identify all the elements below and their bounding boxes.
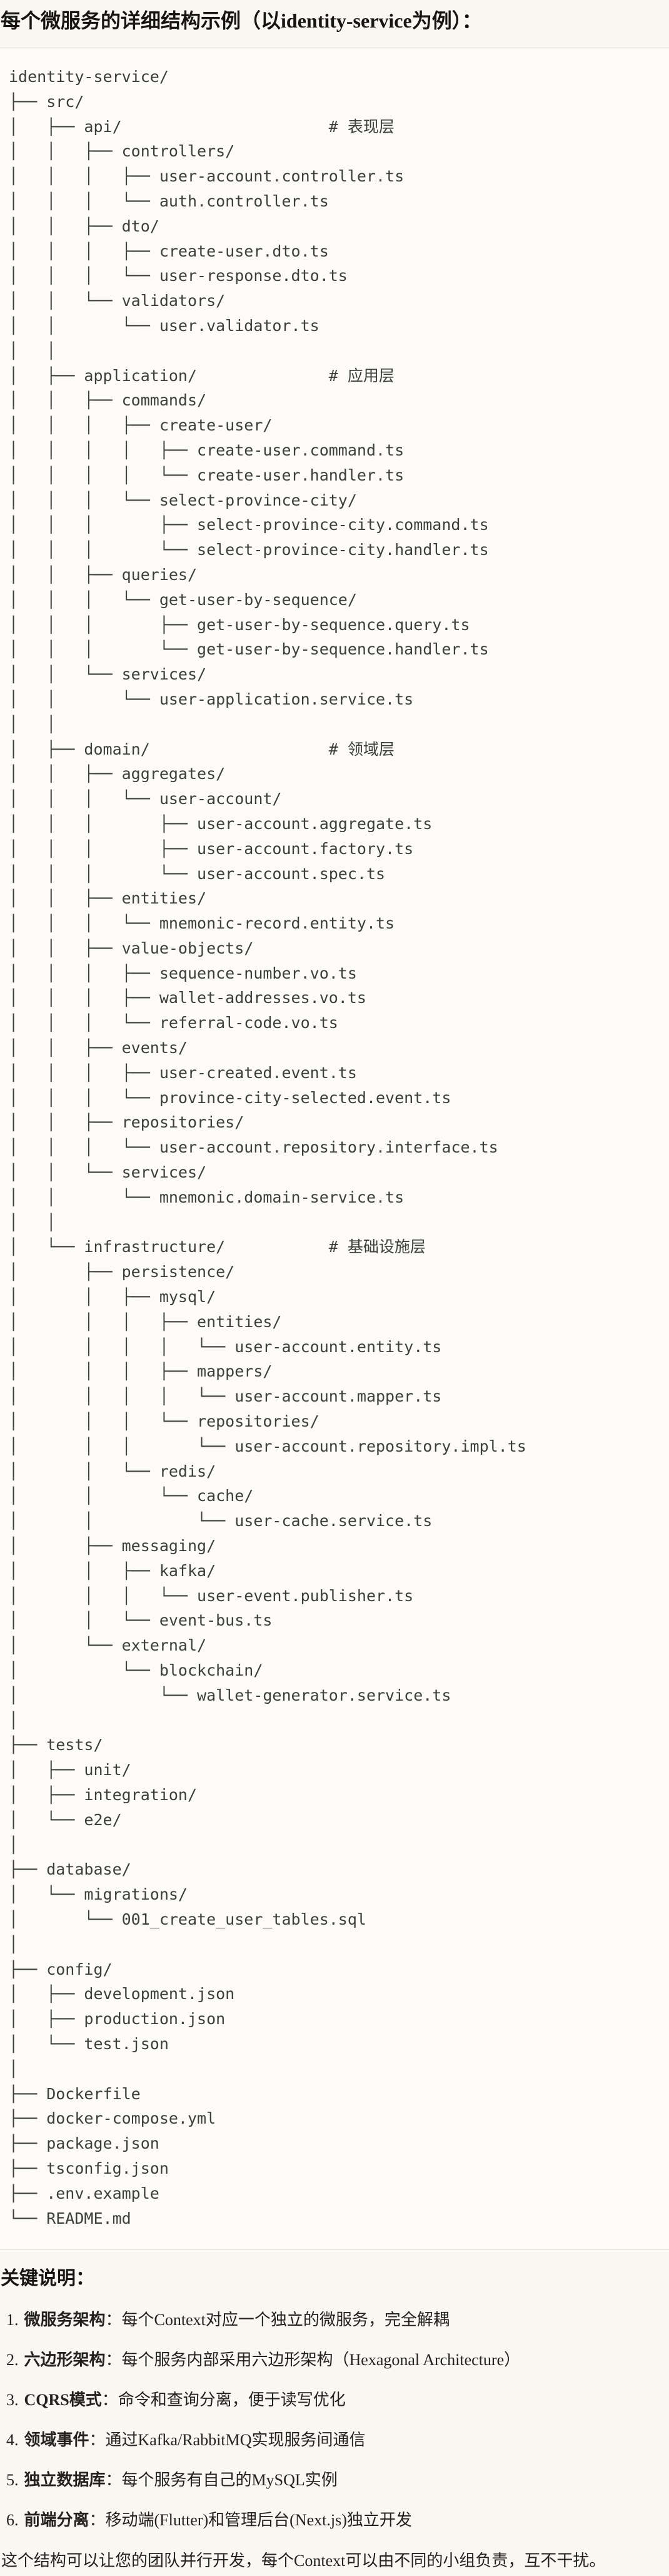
note-number: 2. bbox=[6, 2351, 19, 2370]
note-term: 独立数据库 bbox=[24, 2471, 106, 2490]
note-number: 1. bbox=[6, 2311, 19, 2329]
file-tree: identity-service/ ├── src/ │ ├── api/ # … bbox=[9, 68, 526, 2227]
note-item-3: 3. CQRS模式：命令和查询分离，便于读写优化 bbox=[6, 2390, 664, 2411]
note-number: 6. bbox=[6, 2511, 19, 2530]
note-term: 领域事件 bbox=[24, 2431, 89, 2450]
note-item-5: 5. 独立数据库：每个服务有自己的MySQL实例 bbox=[6, 2470, 664, 2491]
note-term: 六边形架构 bbox=[24, 2351, 106, 2370]
note-number: 5. bbox=[6, 2471, 19, 2490]
note-item-6: 6. 前端分离：移动端(Flutter)和管理后台(Next.js)独立开发 bbox=[6, 2510, 664, 2531]
note-number: 3. bbox=[6, 2391, 19, 2410]
note-term: 微服务架构 bbox=[24, 2311, 106, 2329]
note-text: ：每个Context对应一个独立的微服务，完全解耦 bbox=[105, 2311, 450, 2329]
note-text: ：每个服务内部采用六边形架构（Hexagonal Architecture） bbox=[105, 2351, 521, 2370]
note-text: ：命令和查询分离，便于读写优化 bbox=[101, 2391, 346, 2410]
note-number: 4. bbox=[6, 2431, 19, 2450]
note-text: ：通过Kafka/RabbitMQ实现服务间通信 bbox=[89, 2431, 366, 2450]
code-block: identity-service/ ├── src/ │ ├── api/ # … bbox=[0, 47, 669, 2251]
page-title: 每个微服务的详细结构示例（以identity-service为例）： bbox=[1, 9, 482, 32]
closing-paragraph: 这个结构可以让您的团队并行开发，每个Context可以由不同的小组负责，互不干扰… bbox=[1, 2552, 606, 2570]
note-text: ：每个服务有自己的MySQL实例 bbox=[105, 2471, 338, 2490]
note-item-4: 4. 领域事件：通过Kafka/RabbitMQ实现服务间通信 bbox=[6, 2430, 664, 2451]
note-term: CQRS模式 bbox=[24, 2391, 102, 2410]
key-notes-list: 1. 微服务架构：每个Context对应一个独立的微服务，完全解耦 2. 六边形架构… bbox=[1, 2309, 664, 2531]
key-notes-section: 关键说明： 1. 微服务架构：每个Context对应一个独立的微服务，完全解耦 2… bbox=[0, 2250, 669, 2572]
note-item-1: 1. 微服务架构：每个Context对应一个独立的微服务，完全解耦 bbox=[6, 2309, 664, 2331]
key-notes-heading: 关键说明： bbox=[1, 2268, 94, 2289]
note-item-2: 2. 六边形架构：每个服务内部采用六边形架构（Hexagonal Architec… bbox=[6, 2349, 664, 2371]
note-term: 前端分离 bbox=[24, 2511, 89, 2530]
note-text: ：移动端(Flutter)和管理后台(Next.js)独立开发 bbox=[89, 2511, 412, 2530]
